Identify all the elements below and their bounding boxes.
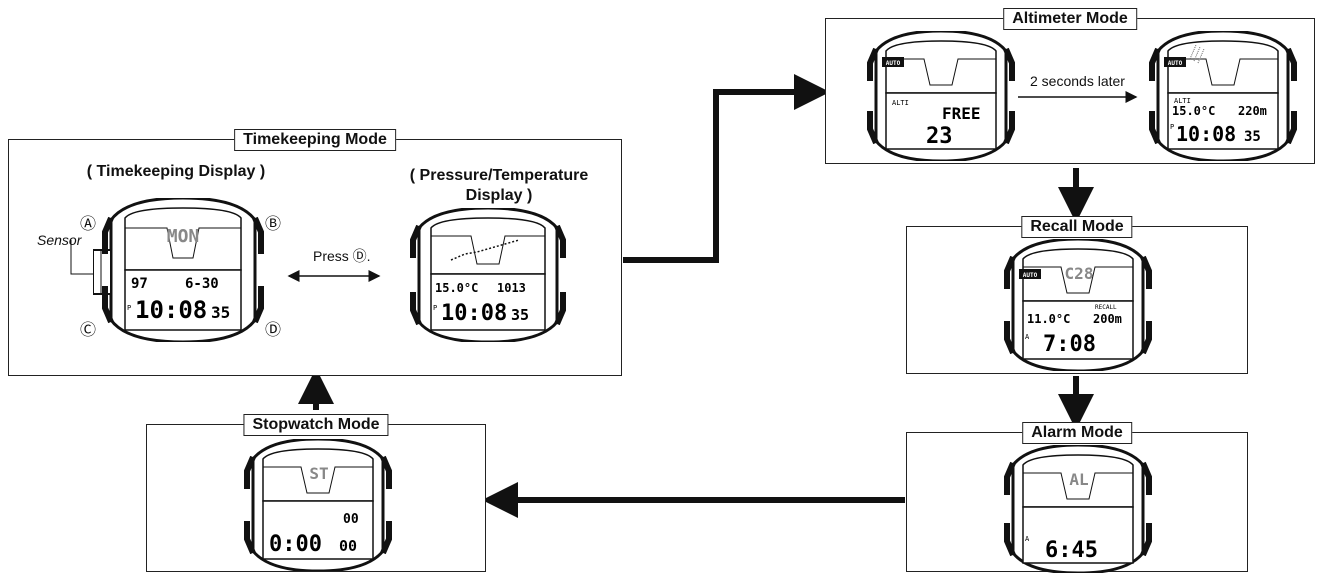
watch-alarm: AL A 6:45 <box>1004 445 1152 573</box>
free-text: FREE <box>942 104 981 123</box>
watch2-pm: P <box>433 304 437 312</box>
stopwatch-panel: Stopwatch Mode ST 00 0:00 00 <box>146 414 486 572</box>
recall-am: A <box>1025 333 1030 341</box>
watch2-seconds: 35 <box>511 306 529 324</box>
watch-stopwatch: ST 00 0:00 00 <box>244 439 392 571</box>
sensor-leader <box>70 240 101 275</box>
stopwatch-split: 00 <box>343 512 359 527</box>
alti-temp: 15.0°C <box>1172 104 1215 118</box>
alti-pm: P <box>1170 123 1174 131</box>
alarm-title: Alarm Mode <box>1022 422 1132 444</box>
altimeter-title: Altimeter Mode <box>1003 8 1137 30</box>
button-d-label: Ⓓ <box>265 322 282 339</box>
stopwatch-title: Stopwatch Mode <box>243 414 389 436</box>
alarm-time: 6:45 <box>1045 538 1098 563</box>
alti-label: ALTI <box>892 99 909 107</box>
recall-time: 7:08 <box>1043 332 1096 357</box>
pt-display-label-line2: Display ) <box>465 187 533 204</box>
button-a-label: Ⓐ <box>80 216 97 233</box>
timekeeping-display-label: ( Timekeeping Display ) <box>86 163 266 180</box>
recall-title: Recall Mode <box>1021 216 1133 238</box>
sensor-label: Sensor <box>37 232 82 248</box>
watch1-date: 6-30 <box>185 276 219 292</box>
alarm-mode-indicator: AL <box>1069 470 1088 489</box>
alti-time: 10:08 <box>1176 122 1236 146</box>
watch1-pm: P <box>127 304 131 312</box>
recall-temp: 11.0°C <box>1027 312 1070 326</box>
watch-timekeeping: MON 97 6-30 P 10:08 35 <box>93 198 264 342</box>
alarm-am: A <box>1025 535 1030 543</box>
alti-seconds: 35 <box>1244 129 1261 145</box>
recall-label: RECALL <box>1095 304 1117 311</box>
button-c-label: Ⓒ <box>80 322 97 339</box>
recall-altitude: 200m <box>1093 312 1122 326</box>
recall-record-number: C28 <box>1065 264 1094 283</box>
stopwatch-time: 0:00 <box>269 532 322 557</box>
press-d-label: Press Ⓓ. <box>313 248 371 264</box>
watch1-time: 10:08 <box>135 296 207 324</box>
two-seconds-later-label: 2 seconds later <box>1030 73 1125 89</box>
watch-altimeter-free: AUTO ALTI FREE 23 <box>867 31 1015 161</box>
watch-recall: AUTO C28 RECALL 11.0°C 200m A 7:08 <box>1004 239 1152 371</box>
altimeter-panel: Altimeter Mode 2 seconds later AUTO ALTI… <box>825 8 1315 164</box>
altimeter-graphics <box>1018 91 1138 103</box>
recall-auto-badge: AUTO <box>1023 272 1038 279</box>
button-b-label: Ⓑ <box>265 216 282 233</box>
alti-label-2: ALTI <box>1174 97 1191 105</box>
watch1-seconds: 35 <box>211 303 230 322</box>
timekeeping-title: Timekeeping Mode <box>234 129 396 151</box>
timekeeping-graphics <box>70 240 381 282</box>
alti-altitude: 220m <box>1238 104 1267 118</box>
recall-panel: Recall Mode AUTO C28 RECALL 11.0°C 200m … <box>906 216 1248 374</box>
watch2-temp: 15.0°C <box>435 281 478 295</box>
alarm-panel: Alarm Mode AL A 6:45 <box>906 422 1248 573</box>
timekeeping-panel: Timekeeping Mode ( Timekeeping Display )… <box>8 129 622 376</box>
watch2-pressure: 1013 <box>497 281 526 295</box>
watch-altimeter-later: AUTO ALTI 15.0°C 220m P 10:08 35 <box>1149 31 1297 161</box>
watch1-year: 97 <box>131 276 148 292</box>
arrow-timekeeping-to-altimeter <box>623 74 830 263</box>
pt-display-label-line1: ( Pressure/Temperature <box>409 167 589 184</box>
auto-badge: AUTO <box>886 60 901 67</box>
alti-big-value: 23 <box>926 124 953 149</box>
auto-badge-2: AUTO <box>1168 60 1183 67</box>
stopwatch-hundredths: 00 <box>339 537 357 555</box>
stopwatch-mode-indicator: ST <box>309 464 328 483</box>
watch-pressure-temperature: 15.0°C 1013 P 10:08 35 <box>410 208 566 342</box>
watch1-day: MON <box>167 226 200 247</box>
watch2-time: 10:08 <box>441 301 507 326</box>
